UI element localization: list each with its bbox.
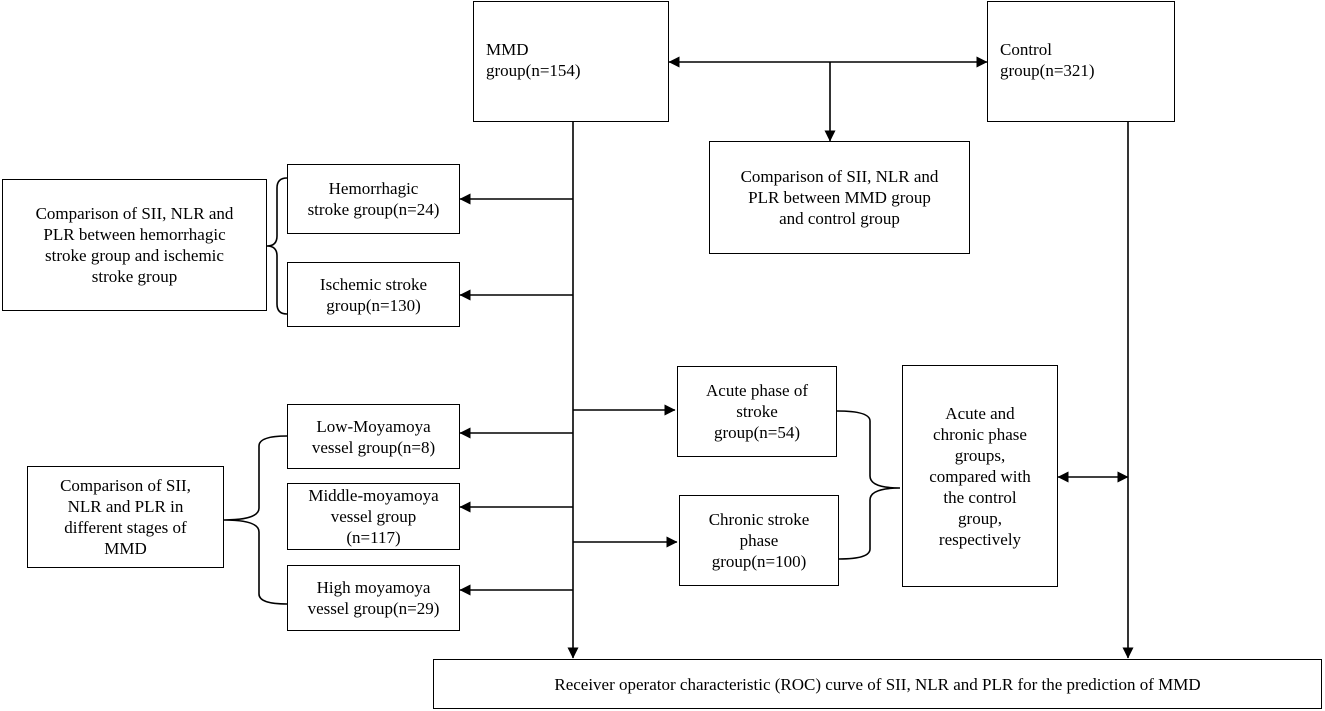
chronic-phase-line-2: phase (739, 531, 779, 550)
ischemic-line-2: group(n=130) (326, 295, 421, 315)
compare-mmd-control-box: Comparison of SII, NLR and PLR between M… (709, 141, 970, 254)
acute-chronic-compare-line-5: the control (943, 487, 1017, 507)
compare-mmd-control-line-1: Comparison of SII, NLR and (740, 167, 939, 186)
acute-phase-line-2: stroke (736, 402, 778, 421)
control-group-line-2: group(n=321) (1000, 61, 1095, 80)
high-moyamoya-line-1: High moyamoya (316, 578, 431, 597)
acute-chronic-compare-line-4: compared with (929, 466, 1031, 486)
high-moyamoya-line-2: vessel group(n=29) (307, 599, 440, 618)
acute-chronic-compare-line-1: Acute and (945, 403, 1015, 423)
roc-box: Receiver operator characteristic (ROC) c… (433, 659, 1322, 709)
ischemic-box: Ischemic stroke group(n=130) (287, 262, 460, 327)
high-moyamoya-box: High moyamoya vessel group(n=29) (287, 565, 460, 631)
middle-moyamoya-line-3: (n=117) (346, 528, 401, 547)
hemorrhagic-box: Hemorrhagic stroke group(n=24) (287, 164, 460, 234)
acute-phase-box: Acute phase of stroke group(n=54) (677, 366, 837, 457)
acute-phase-line-3: group(n=54) (713, 423, 801, 442)
roc-label: Receiver operator characteristic (ROC) c… (554, 674, 1201, 694)
chronic-phase-line-1: Chronic stroke (708, 510, 810, 529)
ischemic-line-1: Ischemic stroke (319, 274, 428, 294)
brace-acute-chronic (836, 410, 901, 560)
compare-stroke-types-line-2: PLR between hemorrhagic (43, 225, 226, 244)
acute-chronic-compare-box: Acute and chronic phase groups, compared… (902, 365, 1058, 587)
low-moyamoya-box: Low-Moyamoya vessel group(n=8) (287, 404, 460, 469)
compare-stages-line-2: NLR and PLR in (67, 497, 184, 516)
hemorrhagic-line-2: stroke group(n=24) (307, 200, 440, 219)
mmd-group-line-2: group(n=154) (486, 61, 581, 80)
acute-chronic-compare-line-3: groups, (954, 445, 1006, 465)
acute-chronic-compare-line-6: group, (958, 508, 1002, 528)
hemorrhagic-line-1: Hemorrhagic (328, 179, 419, 198)
compare-stages-box: Comparison of SII, NLR and PLR in differ… (27, 466, 224, 568)
compare-stages-line-4: MMD (104, 539, 147, 558)
compare-stroke-types-line-4: stroke group (91, 267, 178, 286)
acute-chronic-compare-line-7: respectively (938, 529, 1022, 549)
control-group-line-1: Control (1000, 40, 1052, 59)
middle-moyamoya-line-1: Middle-moyamoya (308, 486, 439, 505)
chronic-phase-line-3: group(n=100) (711, 552, 807, 571)
compare-mmd-control-line-3: and control group (779, 209, 900, 228)
acute-phase-line-1: Acute phase of (706, 381, 808, 400)
compare-stages-line-3: different stages of (64, 518, 187, 537)
low-moyamoya-line-2: vessel group(n=8) (311, 437, 436, 457)
compare-stroke-types-box: Comparison of SII, NLR and PLR between h… (2, 179, 267, 311)
chronic-phase-box: Chronic stroke phase group(n=100) (679, 495, 839, 586)
compare-mmd-control-line-2: PLR between MMD group (748, 188, 931, 207)
low-moyamoya-line-1: Low-Moyamoya (316, 416, 431, 436)
middle-moyamoya-box: Middle-moyamoya vessel group (n=117) (287, 483, 460, 550)
control-group-box: Control group(n=321) (987, 1, 1175, 122)
mmd-group-box: MMD group(n=154) (473, 1, 669, 122)
mmd-group-line-1: MMD (486, 40, 529, 59)
compare-stroke-types-line-3: stroke group and ischemic (45, 246, 224, 265)
compare-stages-line-1: Comparison of SII, (60, 476, 191, 495)
brace-stroke-types (266, 177, 288, 315)
middle-moyamoya-line-2: vessel group (330, 507, 417, 526)
brace-moyamoya-stages (223, 435, 288, 605)
compare-stroke-types-line-1: Comparison of SII, NLR and (35, 204, 234, 223)
acute-chronic-compare-line-2: chronic phase (933, 424, 1027, 444)
